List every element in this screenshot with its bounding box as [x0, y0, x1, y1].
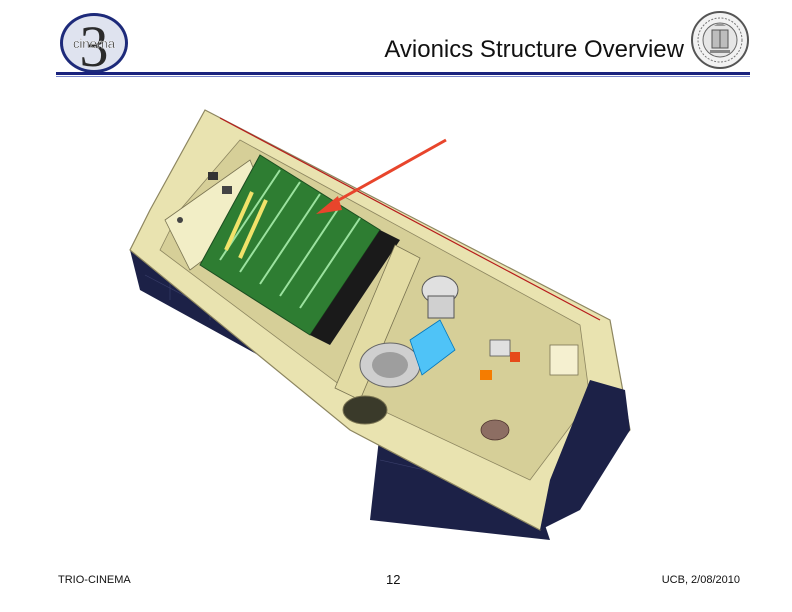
pointer-arrow-icon	[316, 138, 447, 214]
cinema-logo-icon: 3 cinema	[60, 13, 128, 76]
page-number: 12	[386, 572, 401, 587]
board-slots	[219, 169, 361, 309]
title-rule	[56, 72, 750, 75]
uc-seal-icon	[691, 11, 749, 69]
footer-project: TRIO-CINEMA	[58, 574, 131, 586]
page-title: Avionics Structure Overview	[384, 36, 684, 63]
satellite-cad-model	[129, 109, 631, 540]
title-rule-thin	[56, 76, 750, 77]
cinema-logo-text: cinema	[73, 36, 116, 51]
svg-text:3: 3	[80, 14, 109, 76]
footer-date: UCB, 2/08/2010	[661, 574, 740, 586]
